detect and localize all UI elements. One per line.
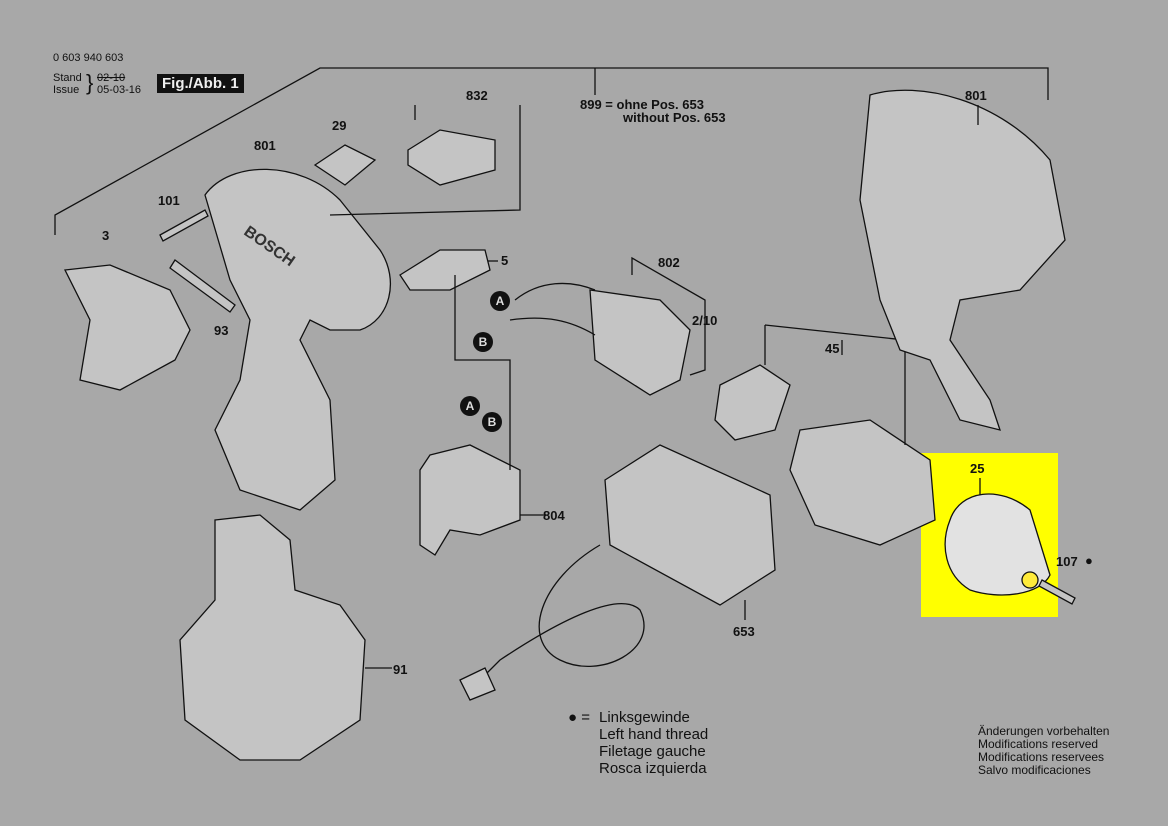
label-832: 832 — [466, 88, 488, 103]
connector-b-switch: B — [482, 412, 502, 432]
label-804: 804 — [543, 508, 565, 523]
label-107: 107 — [1056, 554, 1078, 569]
power-cord — [469, 544, 645, 691]
label-25: 25 — [970, 461, 985, 476]
charger-653-shape — [604, 444, 776, 606]
screw-101-shape — [159, 209, 209, 242]
label-29: 29 — [332, 118, 347, 133]
modifications-line: Salvo modificaciones — [978, 763, 1091, 777]
stand-value: 02-10 — [97, 72, 126, 84]
issue-value: 05-03-16 — [97, 84, 142, 96]
label-5: 5 — [501, 253, 509, 268]
plug-shape — [459, 667, 496, 701]
left-thread-dot-icon: ● — [1085, 553, 1093, 568]
screw-107-shape — [1038, 579, 1076, 605]
legend-symbol: ● = — [568, 709, 590, 726]
label-801-left: 801 — [254, 138, 276, 153]
label-3: 3 — [102, 228, 110, 243]
stand-label: Stand — [53, 72, 82, 84]
connector-a-switch: A — [460, 396, 480, 416]
note-899-line2: without Pos. 653 — [623, 110, 726, 125]
label-101: 101 — [158, 193, 180, 208]
label-2-10: 2/10 — [692, 313, 718, 328]
label-653: 653 — [733, 624, 755, 639]
chuck-25-shape — [944, 493, 1051, 596]
part-832-shape — [407, 129, 496, 186]
label-93: 93 — [214, 323, 229, 338]
connector-a-motor: A — [490, 291, 510, 311]
legend-line: Rosca izquierda — [599, 760, 707, 777]
label-91: 91 — [393, 662, 408, 677]
part-29-shape — [313, 144, 377, 186]
battery-91-shape — [179, 514, 366, 761]
housing-right-shape — [859, 89, 1066, 431]
part-number: 0 603 940 603 — [53, 52, 124, 64]
gear-plate-shape — [714, 364, 791, 441]
modifications-line: Modifications reserved — [978, 737, 1099, 751]
motor-802-shape — [589, 289, 691, 396]
figure-label: Fig./Abb. 1 — [157, 74, 244, 93]
modifications-line: Modifications reservees — [978, 750, 1105, 764]
assembly-bracket-line — [54, 67, 1049, 235]
part-5-shape — [399, 249, 491, 291]
issue-label: Issue — [53, 84, 80, 96]
note-899-line1: 899 = ohne Pos. 653 — [580, 97, 704, 112]
label-802: 802 — [658, 255, 680, 270]
modifications-line: Änderungen vorbehalten — [978, 724, 1110, 738]
legend-line: Left hand thread — [599, 726, 709, 743]
label-801-right: 801 — [965, 88, 987, 103]
bit-93-shape — [169, 259, 236, 313]
housing-left-shape — [204, 168, 392, 511]
side-cover-3-shape — [64, 264, 191, 391]
gearbox-45-shape — [789, 419, 936, 546]
brace: } — [86, 70, 94, 95]
legend-line: Filetage gauche — [599, 743, 706, 760]
legend-line: Linksgewinde — [599, 709, 690, 726]
connector-b-motor: B — [473, 332, 493, 352]
switch-804-shape — [419, 444, 521, 556]
label-45: 45 — [825, 341, 840, 356]
